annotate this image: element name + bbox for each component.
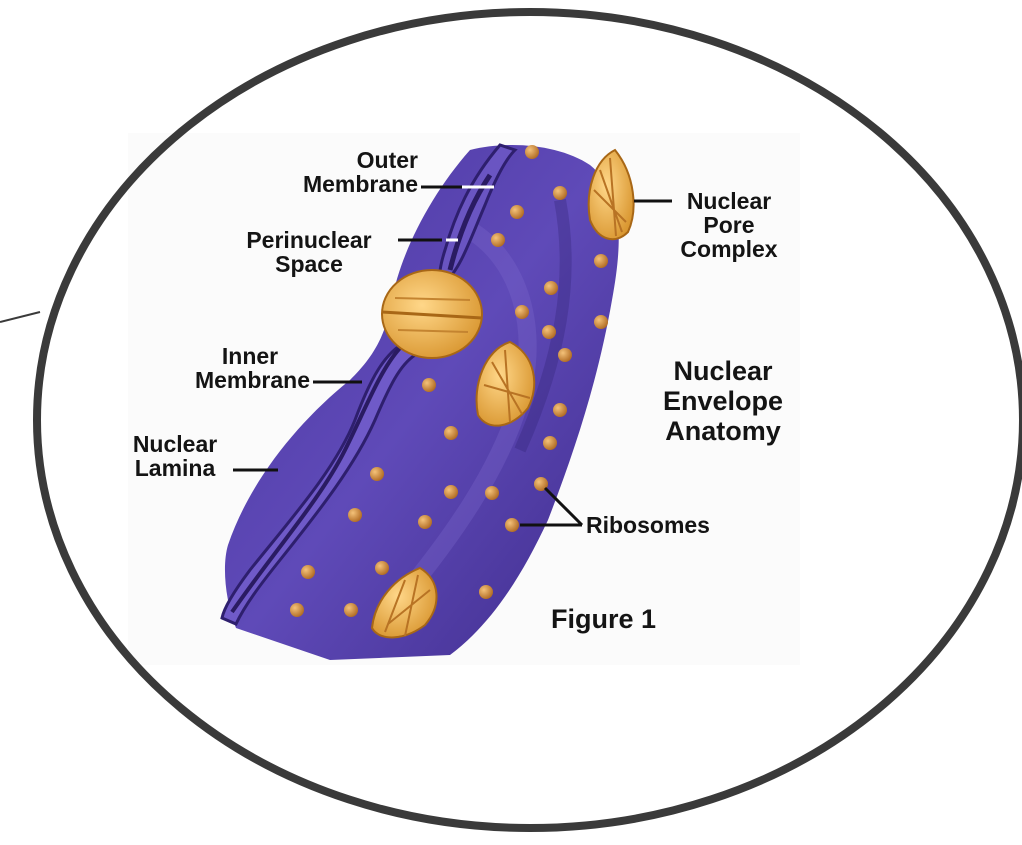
label-line: Inner [150,344,310,368]
title-line: Anatomy [640,416,806,446]
label-line: Outer [250,148,418,172]
ribosome [515,305,529,319]
ribosome [348,508,362,522]
label-line: Membrane [250,172,418,196]
label-line: Nuclear [120,432,230,456]
label-line: Lamina [120,456,230,480]
ribosome [594,254,608,268]
ribosome [594,315,608,329]
ribosome [444,426,458,440]
nuclear-pore-complex-cut [382,270,482,358]
ribosome [544,281,558,295]
ribosome [479,585,493,599]
ribosome [553,403,567,417]
ribosome [558,348,572,362]
label-nuclear-pore-complex: Nuclear Pore Complex [664,189,794,261]
ribosome [553,186,567,200]
ribosome [344,603,358,617]
ribosome [543,436,557,450]
label-line: Membrane [150,368,310,392]
ribosome [510,205,524,219]
ribosome [290,603,304,617]
label-line: Nuclear [664,189,794,213]
ribosome [370,467,384,481]
ribosome [418,515,432,529]
figure-caption: Figure 1 [551,604,656,634]
label-outer-membrane: Outer Membrane [250,148,418,196]
label-line: Complex [664,237,794,261]
ribosome [301,565,315,579]
title-line: Envelope [640,386,806,416]
ribosome [485,486,499,500]
label-ribosomes: Ribosomes [586,513,710,537]
label-line: Space [224,252,394,276]
title-line: Nuclear [640,356,806,386]
ribosome [542,325,556,339]
label-line: Perinuclear [224,228,394,252]
label-nuclear-lamina: Nuclear Lamina [120,432,230,480]
ribosome [525,145,539,159]
ribosome [444,485,458,499]
callout-pointer-line [0,312,40,322]
ribosome [422,378,436,392]
label-inner-membrane: Inner Membrane [150,344,310,392]
ribosome [505,518,519,532]
ribosome [375,561,389,575]
label-line: Pore [664,213,794,237]
label-perinuclear-space: Perinuclear Space [224,228,394,276]
diagram-title: Nuclear Envelope Anatomy [640,356,806,446]
ribosome [491,233,505,247]
